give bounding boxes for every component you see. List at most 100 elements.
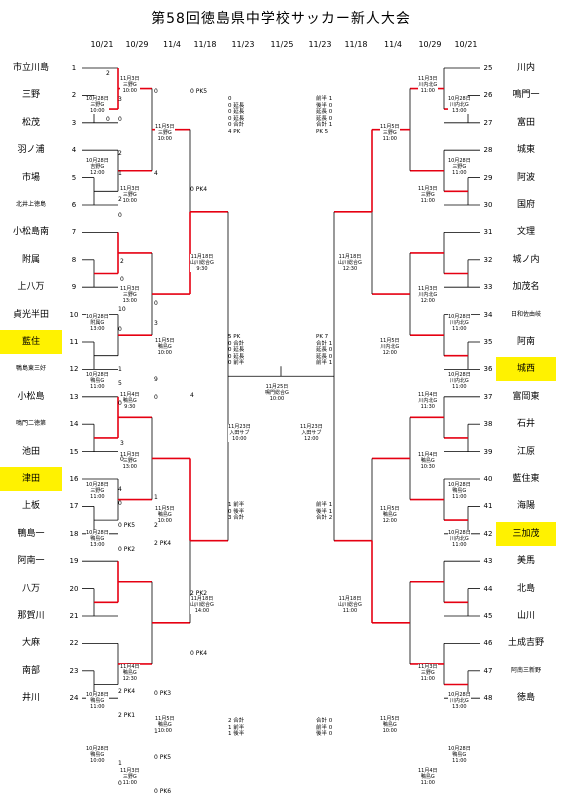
score-breakdown-line: 0 前半: [228, 360, 245, 366]
team-seed-number: 42: [483, 529, 493, 538]
match-schedule-line: 11:00: [90, 494, 105, 500]
score-breakdown-line: 1 前半: [228, 724, 245, 731]
match-schedule-line: 11月18日: [338, 254, 362, 260]
match-schedule-line: 9:30: [196, 266, 208, 272]
team-seed-number: 21: [69, 612, 79, 620]
match-schedule-line: 11:00: [342, 608, 358, 614]
team-seed-number: 22: [69, 639, 79, 648]
match-schedule-line: 12:00: [304, 436, 319, 442]
team-name: 川内: [516, 63, 535, 73]
match-schedule-line: 鴨島G: [90, 378, 105, 384]
match-score: 0 PK5: [118, 522, 136, 529]
match-score: 0: [154, 88, 158, 95]
score-breakdown-line: 合計 2: [316, 515, 333, 521]
match-schedule-line: 12:00: [382, 518, 397, 524]
team-name: 貞光半田: [12, 309, 49, 320]
team-name: 上八万: [17, 282, 45, 293]
match-schedule-line: 川内北G: [449, 102, 469, 108]
match-schedule-line: 10:00: [157, 518, 172, 524]
match-schedule-line: 11月3日: [120, 768, 140, 774]
team-name: 羽ノ浦: [17, 145, 45, 156]
team-seed-number: 12: [69, 365, 79, 374]
team-seed-number: 40: [483, 475, 493, 483]
match-schedule-line: 三野G: [382, 130, 397, 136]
round-date: 11/18: [344, 40, 368, 49]
team-seed-number: 41: [483, 502, 493, 511]
match-score: 2: [118, 150, 122, 157]
match-score: 0 PK4: [190, 650, 208, 657]
team-seed-number: 33: [483, 283, 493, 292]
match-schedule-line: 鴨島G: [90, 536, 105, 542]
team-name: 井川: [21, 693, 40, 704]
team-name: 富岡東: [512, 391, 540, 402]
match-score: 2 PK1: [118, 712, 136, 719]
match-score: 0: [106, 116, 110, 123]
team-seed-number: 17: [69, 502, 79, 511]
team-name: 附属: [21, 254, 40, 265]
match-schedule-line: 10月28日: [86, 372, 109, 378]
team-name: 三野: [21, 90, 40, 101]
match-schedule-line: 11月5日: [380, 716, 400, 722]
match-schedule-line: 13:00: [452, 704, 467, 710]
team-seed-number: 27: [483, 118, 493, 127]
round-date: 10/29: [418, 40, 442, 49]
team-name: 城ノ内: [512, 254, 540, 265]
match-schedule-line: 鴨島G: [122, 398, 137, 404]
match-schedule-line: 三野G: [157, 130, 172, 136]
team-name: 北島: [516, 583, 535, 594]
match-schedule-line: 11:00: [452, 542, 467, 548]
score-breakdown-line: 延長 0: [316, 115, 333, 122]
match-schedule-line: 山川総合G: [338, 260, 362, 266]
score-breakdown-line: 延長 0: [316, 347, 333, 353]
match-score: 0: [118, 326, 122, 333]
match-schedule-line: 11月18日: [190, 254, 214, 260]
match-schedule-line: 11月5日: [155, 338, 175, 344]
match-schedule-line: 川内北G: [418, 82, 438, 88]
round-date: 10/21: [454, 40, 478, 49]
match-schedule-line: 10月28日: [448, 692, 471, 698]
match-schedule-line: 三野G: [122, 192, 137, 198]
match-schedule-line: 11:00: [420, 780, 435, 786]
team-seed-number: 28: [483, 146, 493, 155]
team-seed-number: 39: [483, 447, 493, 456]
team-name: 阿南一: [17, 556, 45, 567]
team-name: 阿南: [516, 337, 535, 347]
team-name: 藍住東: [512, 474, 540, 484]
match-schedule-line: 11月4日: [120, 664, 140, 670]
match-schedule-line: 鴨島G: [452, 488, 467, 494]
match-schedule-line: 三野G: [122, 82, 137, 88]
score-breakdown-line: 前半 1: [316, 360, 333, 366]
score-breakdown-line: 前半 0: [316, 724, 333, 731]
match-schedule-line: 山川総合G: [190, 260, 214, 266]
match-schedule-line: 11:00: [452, 326, 467, 332]
score-breakdown-line: 0: [228, 96, 232, 102]
match-schedule-line: 11月4日: [418, 768, 438, 774]
match-schedule-line: 鴨島G: [90, 698, 105, 704]
match-schedule-line: 10:00: [232, 436, 247, 442]
match-schedule-line: 鴨島G: [420, 774, 435, 780]
match-schedule-line: 三野G: [122, 292, 137, 298]
match-score: 5: [118, 380, 122, 387]
match-schedule-line: 10月28日: [86, 482, 109, 488]
match-schedule-line: 11:00: [122, 780, 137, 786]
match-schedule-line: 12:00: [420, 298, 435, 304]
match-score: 1: [118, 170, 122, 177]
round-date: 11/23: [231, 40, 255, 49]
match-schedule-line: 11:00: [420, 676, 435, 682]
match-schedule-line: 11月5日: [380, 124, 400, 130]
